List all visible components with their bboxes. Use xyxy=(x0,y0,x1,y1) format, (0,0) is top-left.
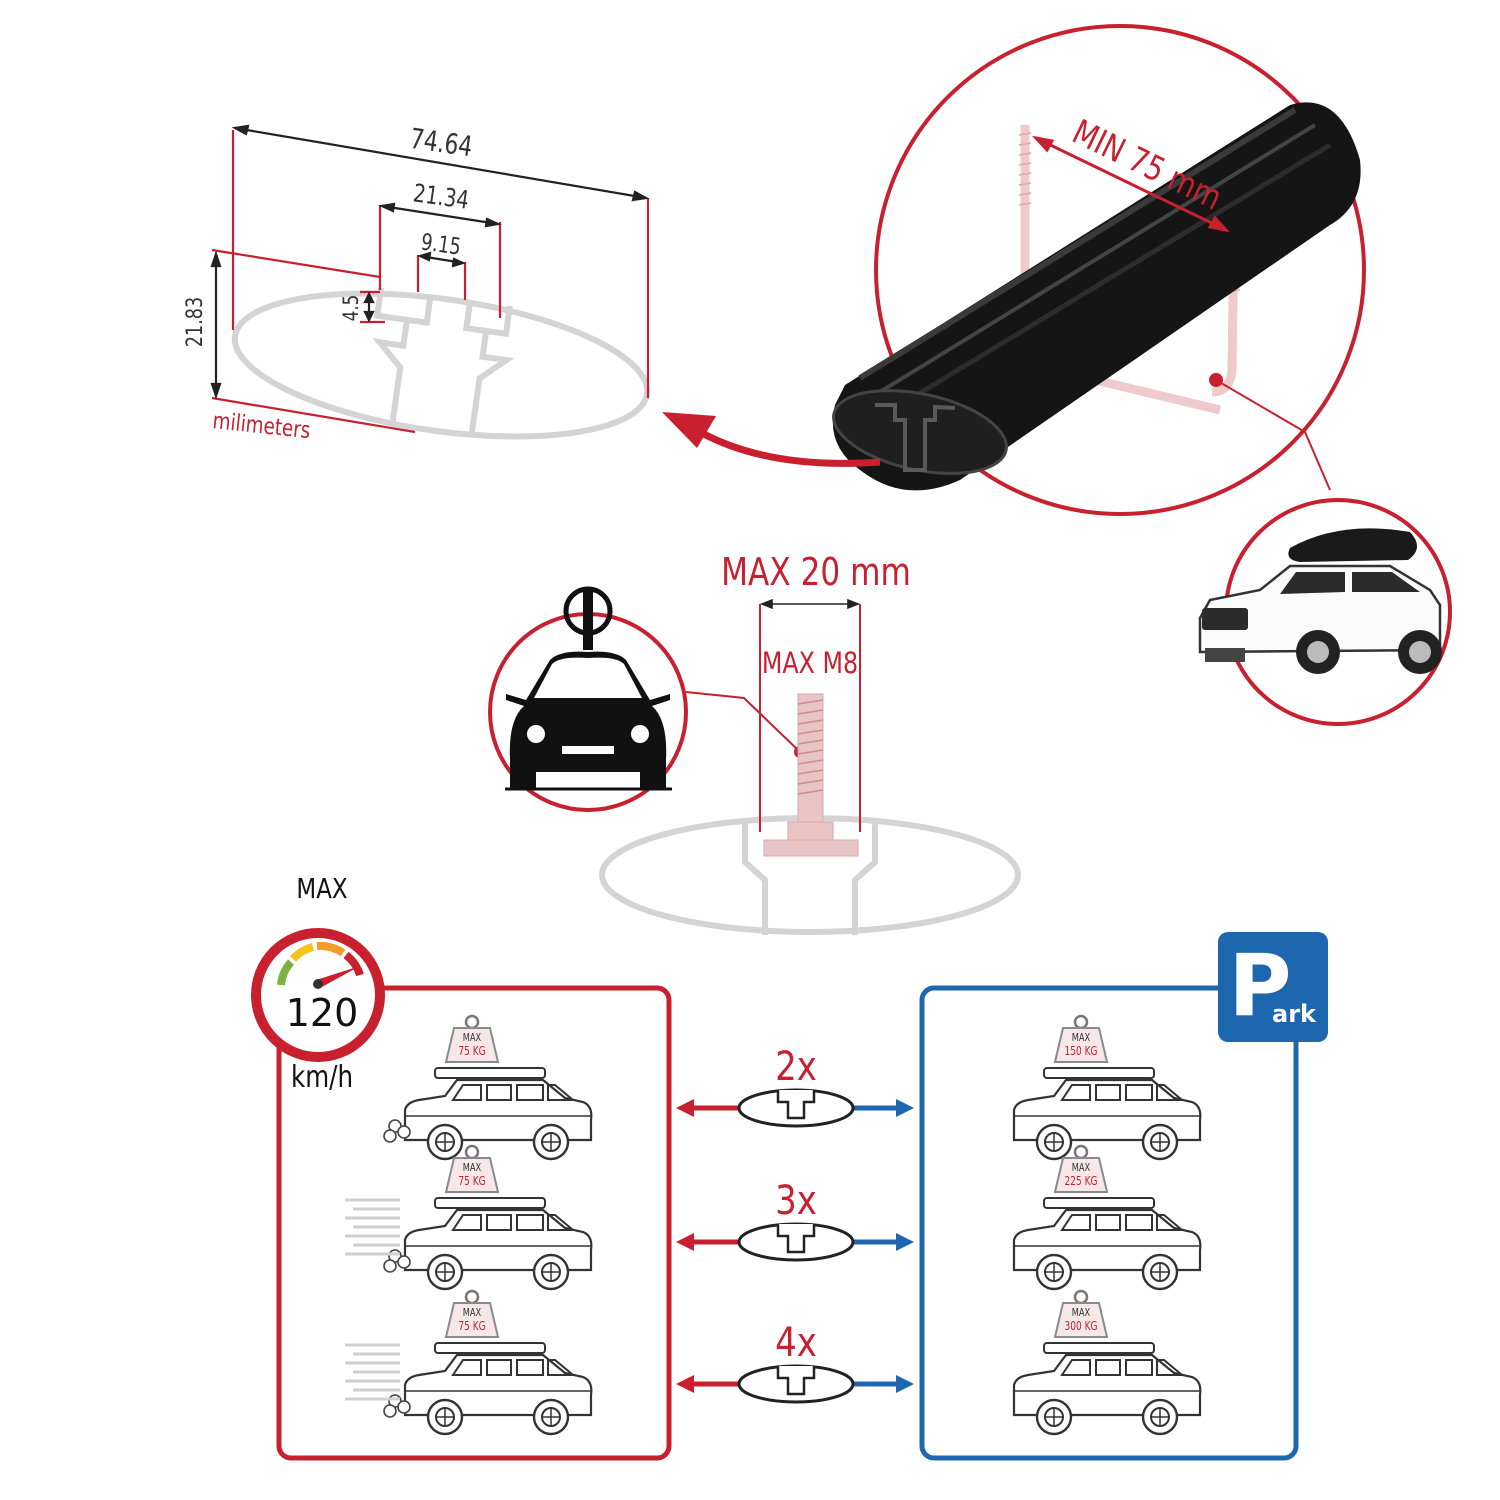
bar-profile-icon xyxy=(737,1088,855,1128)
exhaust-puff-icon xyxy=(383,1119,411,1143)
bike-car-circle xyxy=(488,586,806,812)
exhaust-puff-icon xyxy=(383,1394,411,1418)
park-suffix: ark xyxy=(1272,1000,1317,1028)
moving-car-3 xyxy=(403,1341,593,1436)
bar-count-label-3: 4x xyxy=(775,1319,817,1365)
moving-load-max-label-3: MAX xyxy=(463,1307,482,1319)
parked-load-max-label-1: MAX xyxy=(1072,1032,1091,1044)
aero-bar xyxy=(832,102,1361,491)
speed-limit-badge: MAX 120 km/h xyxy=(251,873,385,1095)
moving-load-value-3: 75 KG xyxy=(458,1320,485,1334)
moving-car-1 xyxy=(403,1066,593,1161)
park-letter: P xyxy=(1228,936,1291,1036)
moving-load-value-2: 75 KG xyxy=(458,1175,485,1189)
moving-load-value-1: 75 KG xyxy=(458,1045,485,1059)
bar-profile-icon xyxy=(737,1364,855,1404)
parked-load-max-label-3: MAX xyxy=(1072,1307,1091,1319)
parked-car-3 xyxy=(1012,1341,1202,1436)
parked-load-max-label-2: MAX xyxy=(1072,1162,1091,1174)
speed-max-label: MAX xyxy=(296,873,347,906)
speed-value: 120 xyxy=(286,991,359,1035)
bar-closeup-circle: MIN 75 mm xyxy=(832,24,1366,516)
suv-roofbox-circle xyxy=(1198,498,1452,726)
bar-count-row-2: 3x xyxy=(676,1177,914,1262)
profile-cross-section: 74.64 21.34 9.15 4.5 21.83 milimeters xyxy=(182,122,651,444)
profile-height-label: 21.83 xyxy=(182,297,207,347)
moving-load-max-label-2: MAX xyxy=(463,1162,482,1174)
parked-car-1 xyxy=(1012,1066,1202,1161)
bolt-max-width-label: MAX 20 mm xyxy=(721,551,911,595)
bolt-detail: MAX 20 mm MAX M8 xyxy=(599,551,1021,935)
bar-count-row-1: 2x xyxy=(676,1043,914,1128)
parked-load-value-1: 150 KG xyxy=(1065,1045,1098,1059)
profile-slot-width-label: 9.15 xyxy=(419,228,462,260)
bar-count-label-2: 3x xyxy=(775,1177,817,1223)
bar-profile-icon xyxy=(737,1222,855,1262)
parked-load-panel xyxy=(919,985,1299,1461)
profile-top-width-label: 21.34 xyxy=(411,179,470,215)
pointer-arrow xyxy=(662,412,881,467)
speed-unit-label: km/h xyxy=(291,1061,353,1095)
moving-car-2 xyxy=(403,1196,593,1291)
moving-load-max-label-1: MAX xyxy=(463,1032,482,1044)
parked-car-2 xyxy=(1012,1196,1202,1291)
bar-count-label-1: 2x xyxy=(775,1043,817,1089)
speed-lines-icon xyxy=(345,1343,400,1401)
speed-lines-icon xyxy=(345,1198,400,1256)
bar-count-row-3: 4x xyxy=(676,1319,914,1404)
bolt-max-thread-label: MAX M8 xyxy=(762,647,858,681)
moving-load-panel xyxy=(276,985,672,1461)
profile-slot-depth-label: 4.5 xyxy=(339,295,363,322)
parked-load-value-3: 300 KG xyxy=(1065,1320,1098,1334)
parked-load-value-2: 225 KG xyxy=(1065,1175,1098,1189)
profile-width-label: 74.64 xyxy=(408,122,474,163)
park-badge: P ark xyxy=(1218,932,1328,1042)
